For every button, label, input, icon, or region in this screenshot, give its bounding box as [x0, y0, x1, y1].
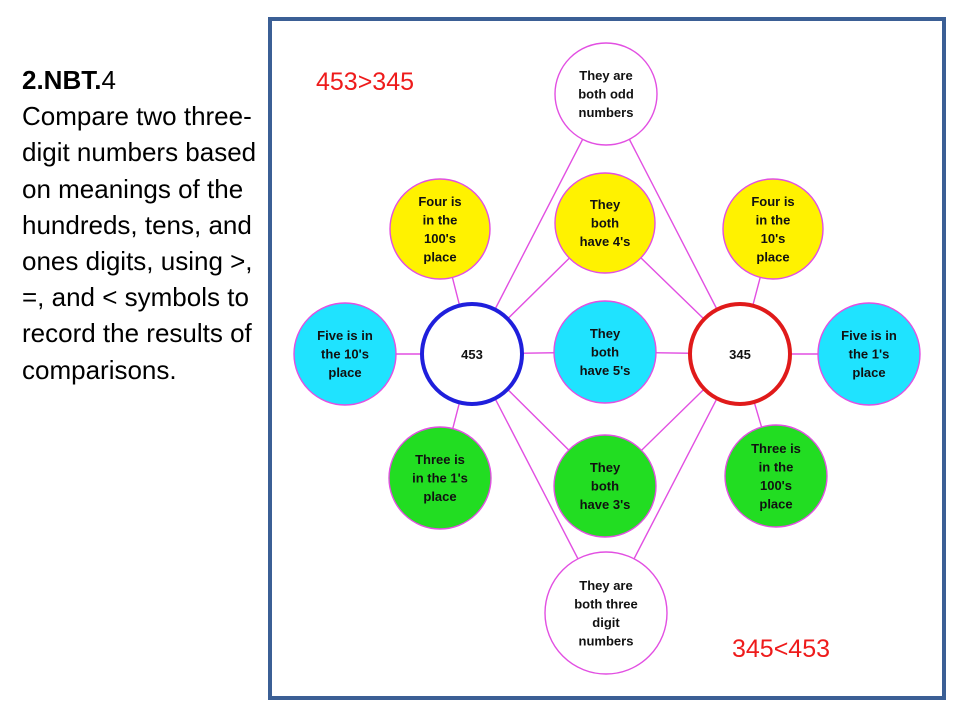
- bubble-circle: [554, 42, 658, 146]
- bubble-circle: [553, 434, 657, 538]
- standard-description: Compare two three-digit numbers based on…: [22, 101, 257, 385]
- bubble-label-line: They: [590, 460, 621, 475]
- comparison-top: 453>345: [316, 68, 414, 96]
- bubble-label-line: in the 1's: [412, 471, 468, 486]
- bubble-four-10s: Four is in the 10's place: [722, 178, 824, 280]
- bubble-label-line: both three: [574, 596, 638, 611]
- bubble-label-line: in the: [759, 459, 794, 474]
- bubble-label-line: numbers: [579, 105, 634, 120]
- hub-label: 453: [461, 347, 483, 362]
- bubble-label-line: the 1's: [849, 347, 890, 362]
- hub-circle: [420, 302, 524, 406]
- bubble-label-line: have 5's: [580, 363, 631, 378]
- bubble-label-line: in the: [423, 212, 458, 227]
- bubble-label-line: Three is: [751, 441, 801, 456]
- bubble-label-line: both: [591, 345, 619, 360]
- hub-circle: [688, 302, 792, 406]
- bubble-label-line: Five is in: [317, 328, 373, 343]
- bubble-both-odd: They are both odd numbers: [554, 42, 658, 146]
- bubble-circle: [554, 172, 656, 274]
- bubble-five-1s: Five is in the 1's place: [817, 302, 921, 406]
- bubble-circle: [817, 302, 921, 406]
- bubble-label-line: Three is: [415, 452, 465, 467]
- comparison-bottom: 345<453: [732, 635, 830, 663]
- hub-label: 345: [729, 347, 751, 362]
- bubble-label-line: place: [852, 365, 885, 380]
- bubble-circle: [724, 424, 828, 528]
- bubble-label-line: They are: [579, 68, 632, 83]
- bubble-label-line: Four is: [418, 194, 461, 209]
- bubble-label-line: numbers: [579, 633, 634, 648]
- bubble-label-line: both: [591, 479, 619, 494]
- bubble-label-line: They: [590, 197, 621, 212]
- hub-453: 453: [420, 302, 524, 406]
- bubble-three-1s: Three is in the 1's place: [388, 426, 492, 530]
- bubble-label-line: digit: [592, 615, 620, 630]
- bubble-both-3s: They both have 3's: [553, 434, 657, 538]
- bubble-label-line: have 4's: [580, 234, 631, 249]
- bubble-circle: [553, 300, 657, 404]
- bubble-label-line: 100's: [424, 231, 456, 246]
- bubble-label-line: 10's: [761, 231, 786, 246]
- bubble-label-line: in the: [756, 212, 791, 227]
- bubble-circle: [388, 426, 492, 530]
- bubble-five-10s: Five is in the 10's place: [293, 302, 397, 406]
- bubble-circle: [544, 551, 668, 675]
- hub-345: 345: [688, 302, 792, 406]
- bubble-label-line: place: [759, 496, 792, 511]
- bubble-circle: [293, 302, 397, 406]
- bubble-label-line: both odd: [578, 87, 634, 102]
- bubble-label-line: They: [590, 326, 621, 341]
- bubble-both-three-digit: They are both three digit numbers: [544, 551, 668, 675]
- bubble-circle: [722, 178, 824, 280]
- bubble-circle: [389, 178, 491, 280]
- bubble-four-100s: Four is in the 100's place: [389, 178, 491, 280]
- standard-code: 2.NBT.: [22, 65, 102, 95]
- bubble-label-line: the 10's: [321, 347, 369, 362]
- bubble-both-4s: They both have 4's: [554, 172, 656, 274]
- bubble-label-line: 100's: [760, 478, 792, 493]
- bubble-label-line: place: [423, 489, 456, 504]
- bubble-label-line: Four is: [751, 194, 794, 209]
- standard-text: 2.NBT.4 Compare two three-digit numbers …: [22, 62, 258, 388]
- standard-code-number: 4: [101, 65, 116, 95]
- bubble-label-line: both: [591, 216, 619, 231]
- bubble-label-line: They are: [579, 578, 632, 593]
- bubble-label-line: place: [756, 249, 789, 264]
- bubble-label-line: have 3's: [580, 497, 631, 512]
- bubble-three-100s: Three is in the 100's place: [724, 424, 828, 528]
- bubble-label-line: place: [328, 365, 361, 380]
- bubble-both-5s: They both have 5's: [553, 300, 657, 404]
- bubble-label-line: Five is in: [841, 328, 897, 343]
- bubble-label-line: place: [423, 249, 456, 264]
